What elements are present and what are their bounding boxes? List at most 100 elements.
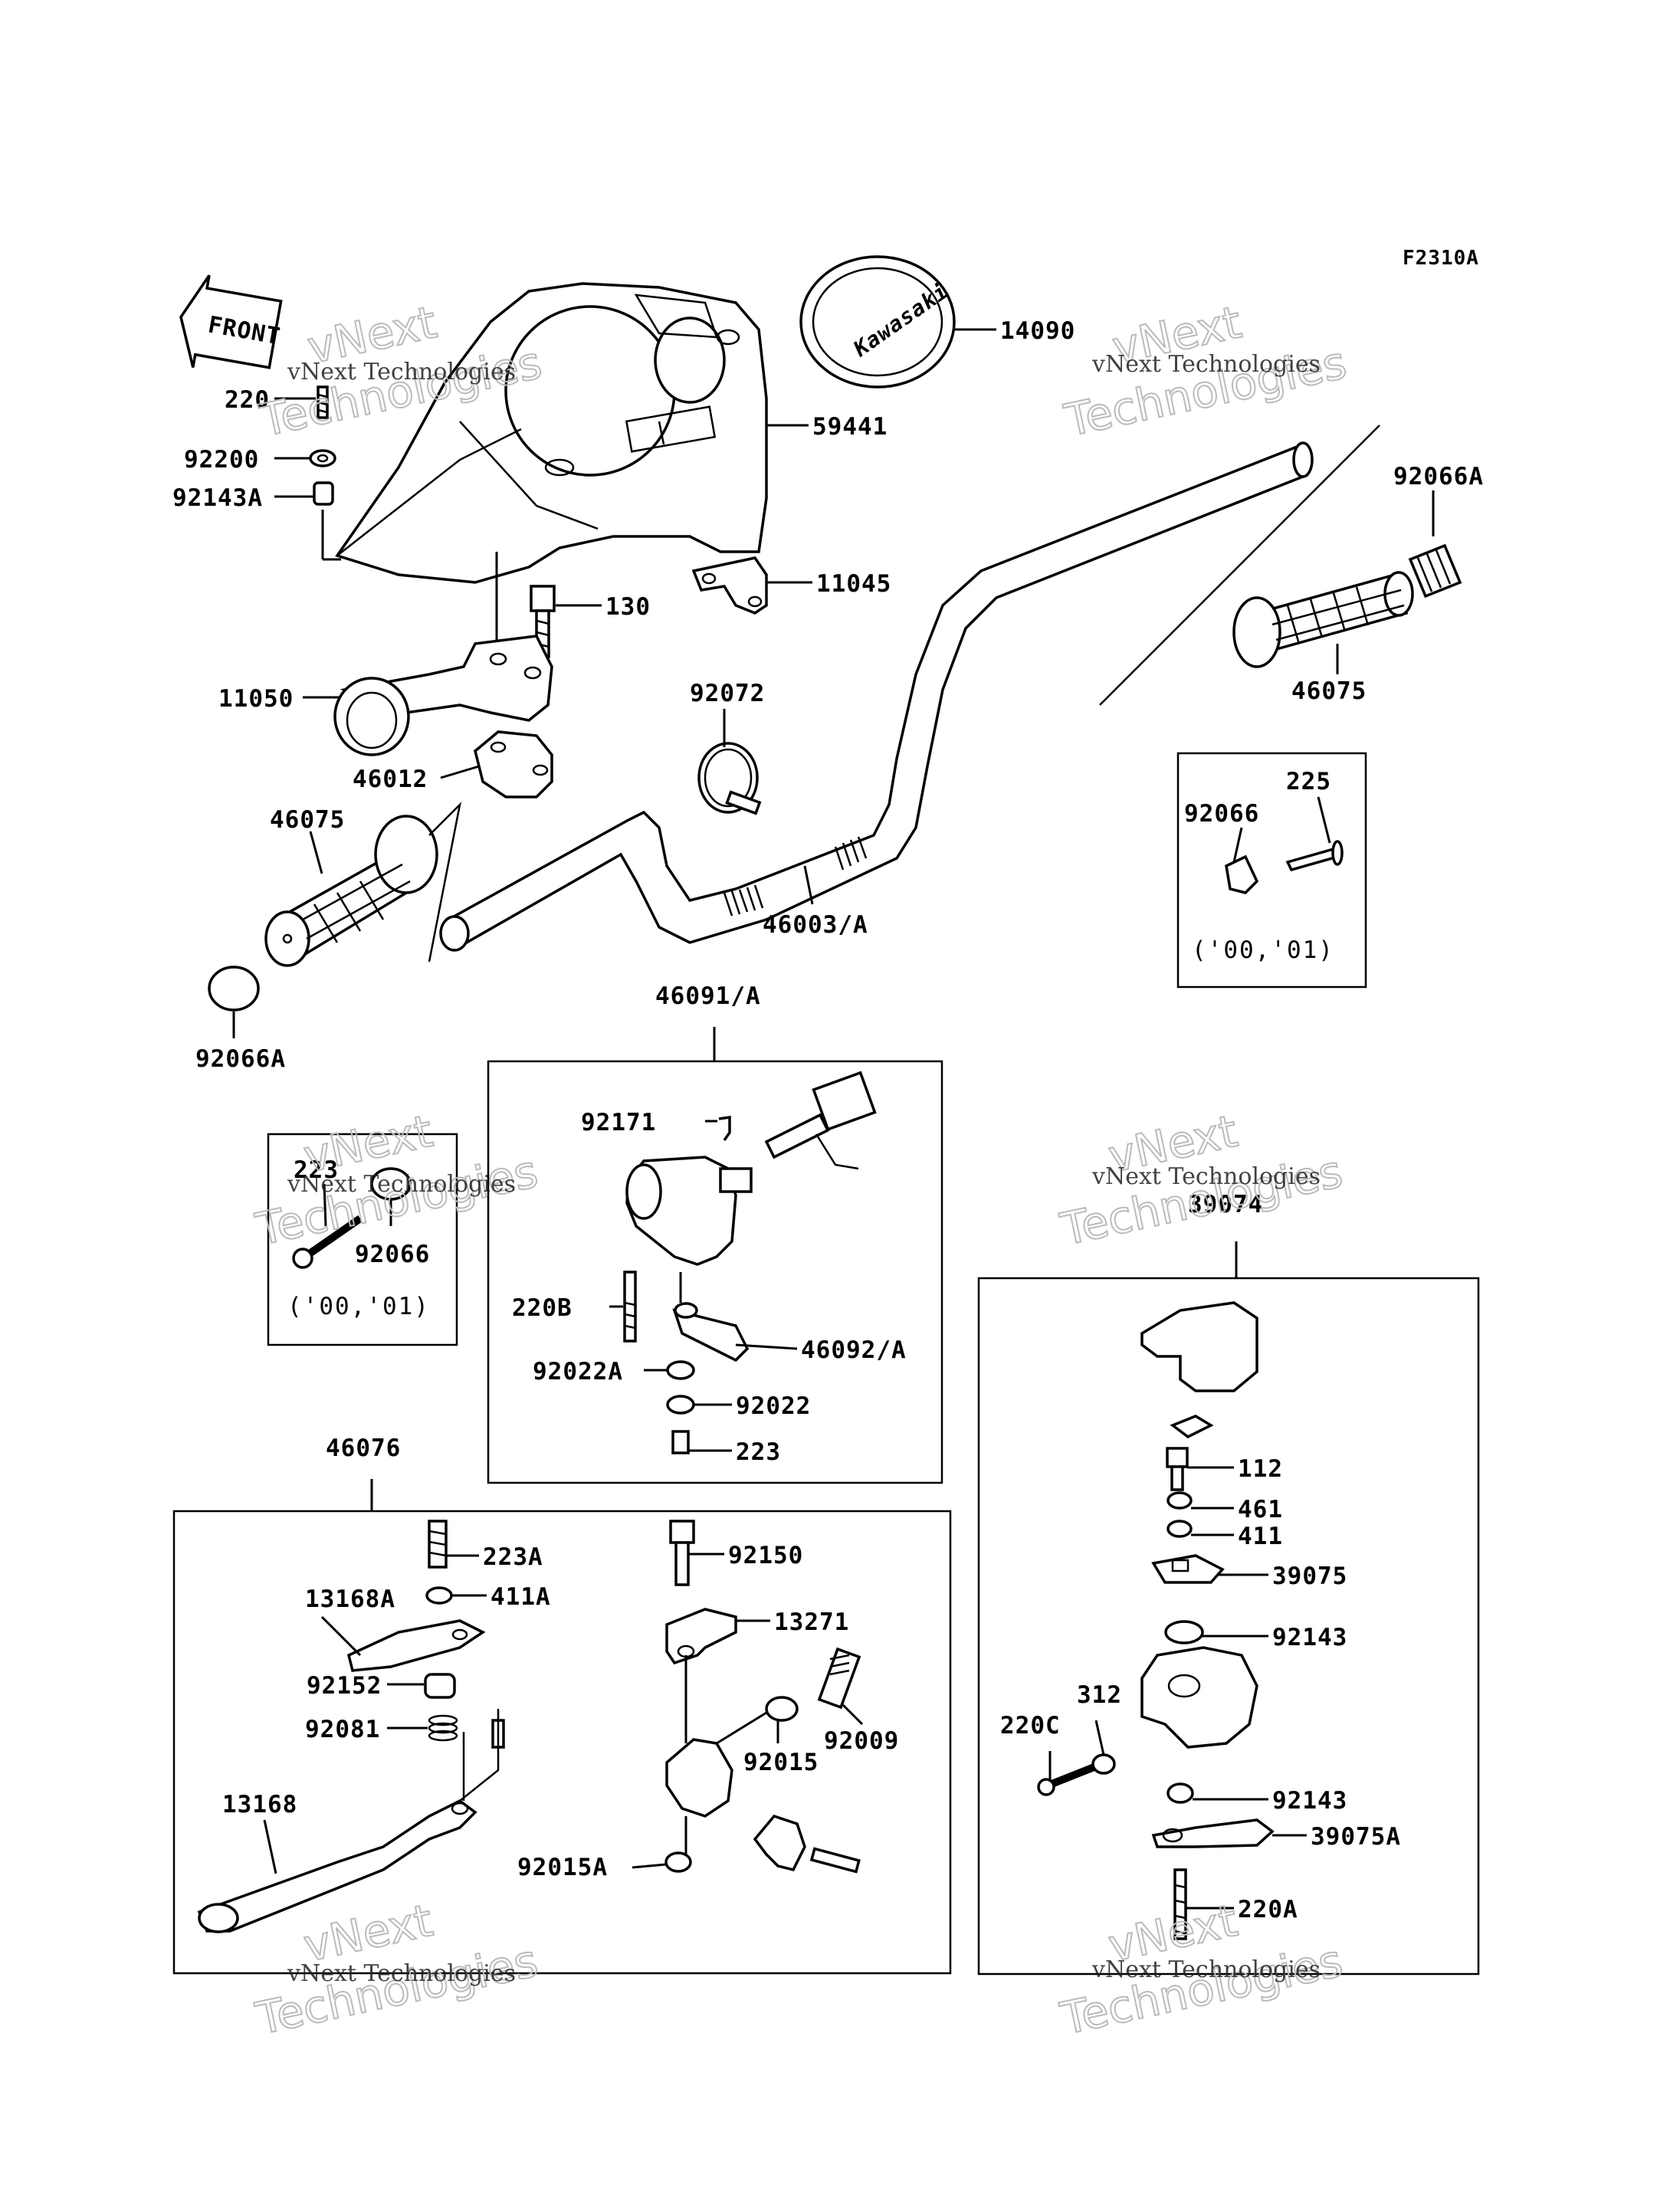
- watermark-text-mid-left: vNext Technologies: [287, 1171, 516, 1198]
- handlebar-part: [439, 441, 1314, 952]
- label-92066-left: 92066: [355, 1241, 430, 1268]
- band-92072-part: [697, 742, 762, 815]
- screw-223-left-part: [292, 1215, 363, 1269]
- adjuster-92009-part: [817, 1647, 861, 1710]
- label-223-mid: 223: [736, 1438, 781, 1466]
- label-92072: 92072: [690, 680, 765, 707]
- front-arrow-icon: FRONT: [179, 274, 283, 369]
- watermark-text-bottom-left: vNext Technologies: [287, 1960, 516, 1987]
- switch-box-46091A: [487, 1060, 943, 1484]
- clip-92171-part: [718, 1115, 731, 1142]
- inset-box-right: [1176, 752, 1367, 989]
- bolt-223A-part: [428, 1520, 448, 1569]
- label-225: 225: [1286, 768, 1331, 795]
- label-92015A: 92015A: [517, 1854, 608, 1881]
- throttle-case-part: [1140, 1646, 1258, 1749]
- label-92081: 92081: [305, 1716, 380, 1743]
- end-cap-right-part: [1408, 543, 1462, 598]
- label-92022A: 92022A: [533, 1358, 623, 1385]
- watermark-text-mid-right: vNext Technologies: [1091, 1163, 1321, 1190]
- label-92009: 92009: [824, 1727, 899, 1755]
- label-92066A-top: 92066A: [1393, 463, 1484, 490]
- throttle-cover-part: [1140, 1301, 1258, 1392]
- label-112: 112: [1238, 1455, 1283, 1483]
- watermark-text-bottom-right: vNext Technologies: [1091, 1956, 1321, 1983]
- label-14090: 14090: [1000, 317, 1075, 345]
- label-92143-b: 92143: [1272, 1787, 1347, 1815]
- label-11045: 11045: [816, 570, 891, 598]
- end-cap-left-part: [208, 966, 260, 1012]
- label-92200: 92200: [184, 446, 259, 474]
- screw-223-mid-part: [671, 1430, 690, 1454]
- screw-220C-part: [1037, 1763, 1098, 1796]
- label-220B: 220B: [512, 1294, 573, 1322]
- nut-312-part: [1091, 1753, 1116, 1775]
- throttle-box-39074: [977, 1277, 1480, 1976]
- label-220C: 220C: [1000, 1712, 1061, 1740]
- washer-92200-part: [309, 449, 336, 467]
- lever-46092A-part: [672, 1302, 750, 1362]
- label-92015: 92015: [743, 1749, 819, 1776]
- label-92066-right: 92066: [1184, 800, 1259, 828]
- collar-92143A-part: [313, 481, 334, 506]
- screw-220B-part: [623, 1271, 637, 1343]
- watermark-text-top-left: vNext Technologies: [287, 359, 516, 385]
- leader-lines: [232, 328, 1435, 1910]
- collar-92152-part: [424, 1673, 456, 1699]
- holder-13271-part: [665, 1608, 737, 1665]
- washer-92022-part: [666, 1395, 695, 1415]
- watermark-text-top-right: vNext Technologies: [1091, 351, 1321, 378]
- bolt-112-part: [1166, 1447, 1189, 1491]
- label-39074: 39074: [1188, 1191, 1263, 1218]
- label-13271: 13271: [774, 1608, 849, 1636]
- holder-11050-part: [333, 635, 553, 756]
- inset-box-left: [267, 1133, 458, 1346]
- label-92152: 92152: [307, 1672, 382, 1700]
- label-13168: 13168: [222, 1791, 297, 1818]
- label-46075-left: 46075: [270, 806, 345, 834]
- label-223-left: 223: [294, 1156, 339, 1184]
- label-46075-right: 46075: [1291, 677, 1367, 705]
- screw-225-part: [1285, 840, 1344, 872]
- washer-411A-part: [425, 1586, 453, 1605]
- label-39075A: 39075A: [1311, 1823, 1401, 1851]
- nut-461-part: [1166, 1491, 1193, 1510]
- label-220A: 220A: [1238, 1896, 1298, 1923]
- bolt-92150-part: [669, 1520, 695, 1586]
- label-411A: 411A: [491, 1583, 551, 1611]
- label-11050: 11050: [218, 685, 294, 713]
- switch-housing-part: [625, 1156, 753, 1266]
- label-92022: 92022: [736, 1392, 811, 1420]
- label-13168A: 13168A: [305, 1585, 395, 1613]
- lever-box-46076: [172, 1510, 952, 1975]
- label-92143-a: 92143: [1272, 1624, 1347, 1651]
- meter-cover-part: [335, 282, 768, 584]
- spring-92143-a-part: [1164, 1620, 1204, 1644]
- note-years-left: ('00,'01): [287, 1293, 430, 1320]
- clamp-part: [753, 1814, 861, 1874]
- label-461: 461: [1238, 1496, 1283, 1523]
- label-130: 130: [605, 593, 651, 621]
- lever-39075A-part: [1151, 1818, 1275, 1848]
- screw-220A-part: [1173, 1868, 1187, 1940]
- label-92066A-bottom: 92066A: [195, 1045, 286, 1073]
- label-223A: 223A: [483, 1543, 543, 1571]
- weight-92066-part: [1225, 854, 1259, 894]
- left-grip-part: [264, 815, 438, 967]
- bracket-11045-part: [691, 556, 768, 615]
- label-220: 220: [225, 386, 270, 414]
- clip-part: [1170, 1415, 1214, 1439]
- nut-92015A-part: [664, 1851, 692, 1873]
- label-46092A: 46092/A: [801, 1336, 907, 1364]
- label-92171: 92171: [581, 1109, 656, 1136]
- washer-92022A-part: [666, 1360, 695, 1380]
- label-46076: 46076: [326, 1435, 401, 1462]
- right-grip-part: [1232, 571, 1414, 668]
- label-46003A: 46003/A: [763, 911, 868, 939]
- connector-part: [764, 1071, 877, 1170]
- washer-411-part: [1166, 1520, 1193, 1538]
- label-39075: 39075: [1272, 1562, 1347, 1590]
- label-59441: 59441: [812, 413, 888, 441]
- label-312: 312: [1077, 1681, 1122, 1709]
